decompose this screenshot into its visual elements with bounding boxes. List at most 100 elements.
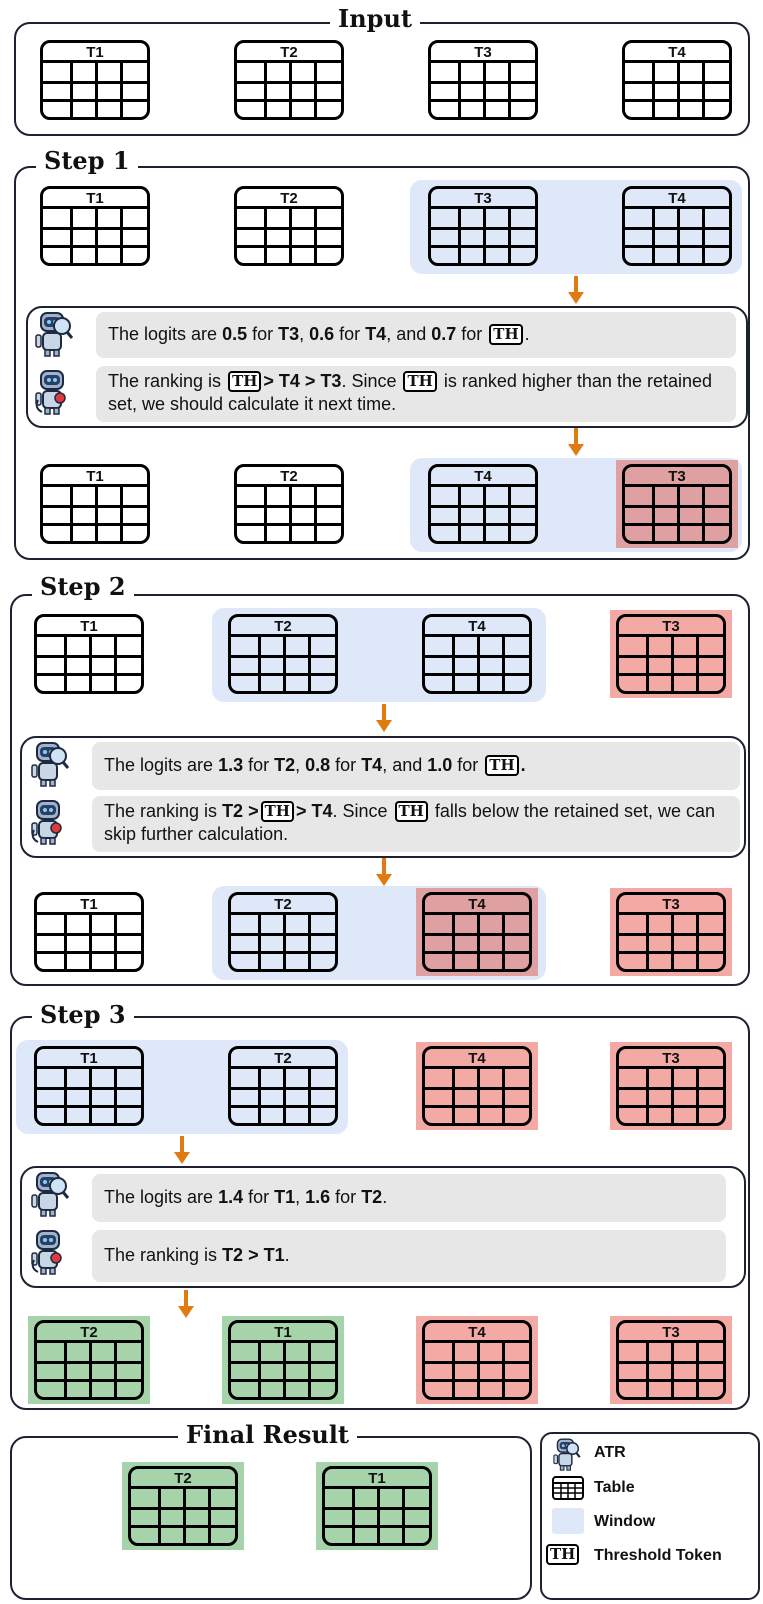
table-frame: T2 <box>234 464 344 544</box>
table-label: T4 <box>425 1323 529 1343</box>
table-t2: T2 <box>234 40 344 120</box>
table-col-line <box>264 487 267 541</box>
text: . Since <box>341 371 401 391</box>
table-col-line <box>458 63 461 117</box>
table-t2: T2 <box>228 1046 338 1126</box>
text: The ranking is <box>108 371 226 391</box>
table-frame: T4 <box>622 40 732 120</box>
table-col-line <box>120 209 123 263</box>
table-col-line <box>64 1069 67 1123</box>
table-col-line <box>452 1343 455 1397</box>
table-col-line <box>402 1489 405 1543</box>
table-col-line <box>646 1343 649 1397</box>
threshold-token-icon: TH <box>395 801 428 822</box>
table-t4: T4 <box>422 1320 532 1400</box>
flow-arrow <box>568 276 584 306</box>
table-frame: T1 <box>322 1466 432 1546</box>
table-t2: T2 <box>234 464 344 544</box>
final-result-title: Final Result <box>178 1420 357 1450</box>
text: for <box>330 1187 361 1207</box>
table-t2: T2 <box>234 186 344 266</box>
table-label: T2 <box>231 1049 335 1069</box>
step1-title: Step 1 <box>36 146 138 176</box>
table-label: T1 <box>37 1049 141 1069</box>
text: The logits are <box>104 1187 218 1207</box>
text: The ranking is <box>104 801 222 821</box>
legend-table-label: Table <box>594 1478 635 1498</box>
table-col-line <box>158 1489 161 1543</box>
table-col-line <box>477 915 480 969</box>
table-col-line <box>308 637 311 691</box>
table-col-line <box>452 637 455 691</box>
table-label: T1 <box>43 43 147 63</box>
table-col-line <box>95 209 98 263</box>
value: > T4 > T3 <box>263 371 341 391</box>
text: for <box>243 755 274 775</box>
table-frame: T4 <box>422 1320 532 1400</box>
atr-robot-icon <box>28 1170 70 1218</box>
table-label: T4 <box>431 467 535 487</box>
value: T2 <box>361 1187 382 1207</box>
value: T2 > <box>222 801 259 821</box>
table-col-line <box>502 1343 505 1397</box>
table-col-line <box>64 915 67 969</box>
flow-arrow <box>376 858 392 888</box>
table-col-line <box>502 637 505 691</box>
table-frame: T2 <box>128 1466 238 1546</box>
table-label: T2 <box>237 43 341 63</box>
atr-robot-icon <box>32 310 74 358</box>
table-col-line <box>508 63 511 117</box>
table-label: T3 <box>431 189 535 209</box>
table-col-line <box>702 487 705 541</box>
table-t4: T4 <box>422 892 532 972</box>
table-t1: T1 <box>40 464 150 544</box>
table-col-line <box>70 63 73 117</box>
table-col-line <box>314 63 317 117</box>
value: 1.0 <box>427 755 452 775</box>
step2-ranking-bubble: The ranking is T2 >TH> T4. Since TH fall… <box>92 796 740 852</box>
table-col-line <box>452 915 455 969</box>
value: T4 <box>361 755 382 775</box>
flow-arrow <box>178 1290 194 1320</box>
table-col-line <box>258 1343 261 1397</box>
table-frame: T1 <box>34 614 144 694</box>
legend-threshold-label: Threshold Token <box>594 1546 722 1566</box>
table-t1: T1 <box>40 40 150 120</box>
table-label: T2 <box>37 1323 141 1343</box>
value: 0.5 <box>222 324 247 344</box>
table-col-line <box>483 209 486 263</box>
threshold-token-icon: TH <box>485 755 518 776</box>
table-col-line <box>696 915 699 969</box>
value: 0.8 <box>305 755 330 775</box>
threshold-token-icon: TH <box>261 801 294 822</box>
flow-arrow <box>376 704 392 734</box>
value: T2 <box>274 755 295 775</box>
threshold-token-icon: TH <box>403 371 436 392</box>
text: for <box>334 324 365 344</box>
table-t2: T2 <box>128 1466 238 1546</box>
table-label: T2 <box>237 467 341 487</box>
table-frame: T3 <box>428 186 538 266</box>
step2-logits-bubble: The logits are 1.3 for T2, 0.8 for T4, a… <box>92 742 740 790</box>
table-t4: T4 <box>428 464 538 544</box>
table-label: T4 <box>425 895 529 915</box>
table-frame: T2 <box>34 1320 144 1400</box>
text: , and <box>386 324 431 344</box>
table-col-line <box>477 637 480 691</box>
table-label: T3 <box>619 895 723 915</box>
step2-title: Step 2 <box>32 572 134 602</box>
step3-title: Step 3 <box>32 1000 134 1030</box>
table-label: T1 <box>37 617 141 637</box>
table-col-line <box>652 487 655 541</box>
table-label: T2 <box>237 189 341 209</box>
table-col-line <box>677 209 680 263</box>
step1-ranking-bubble: The ranking is TH> T4 > T3. Since TH is … <box>96 366 736 422</box>
table-col-line <box>671 637 674 691</box>
table-label: T1 <box>43 189 147 209</box>
table-frame: T3 <box>616 1046 726 1126</box>
table-label: T4 <box>425 617 529 637</box>
text: for <box>243 1187 274 1207</box>
table-frame: T4 <box>422 892 532 972</box>
table-t1: T1 <box>34 1046 144 1126</box>
threshold-token-icon: TH <box>489 324 522 345</box>
